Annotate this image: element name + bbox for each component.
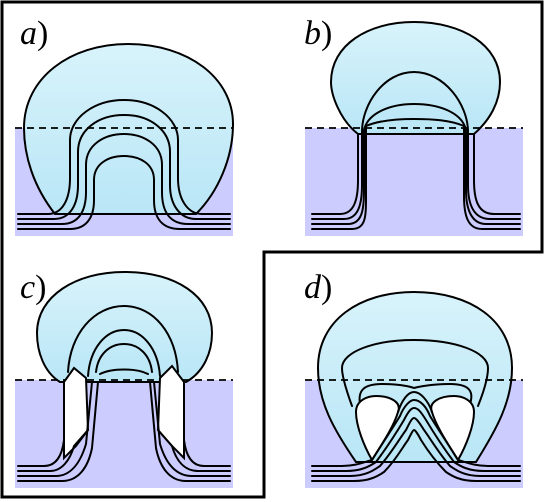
layer-line: [17, 133, 231, 225]
layer-line: [17, 381, 65, 467]
layer-line: [87, 329, 161, 377]
layer-line: [67, 305, 179, 373]
bubble: [22, 42, 235, 215]
layer-line: [17, 381, 93, 477]
layer-line: [183, 381, 231, 467]
panel-a: a): [15, 15, 235, 236]
layer-line: [311, 417, 521, 477]
layer-line: [361, 71, 469, 133]
layer-line: [363, 103, 467, 131]
layer-line: [365, 118, 465, 127]
layer-line: [157, 429, 231, 472]
panel-label-d: d): [304, 269, 332, 306]
panel-d: d): [304, 269, 523, 488]
layer-line: [311, 131, 521, 220]
bubble: [329, 20, 502, 135]
bubble: [316, 290, 514, 463]
bubble: [35, 270, 214, 383]
layer-line: [153, 381, 231, 477]
layer-line: [397, 391, 433, 413]
layer-line: [311, 399, 521, 467]
panel-label-b: b): [304, 15, 332, 52]
layer-line: [17, 114, 231, 220]
layer-line: [99, 368, 149, 375]
layer-line: [17, 155, 231, 230]
panel-label-c: c): [20, 269, 46, 306]
layer-line: [17, 99, 231, 215]
panel-label-a: a): [20, 15, 48, 52]
layer-line: [17, 381, 99, 482]
layer-line: [95, 343, 153, 373]
panel-b: b): [304, 15, 523, 236]
panel-c: c): [15, 269, 233, 488]
layer-line: [311, 133, 521, 215]
layer-line: [17, 429, 89, 472]
layer-line: [149, 381, 231, 482]
layer-line: [311, 407, 521, 472]
layer-line: [311, 129, 521, 225]
layer-line: [311, 429, 521, 482]
layer-line: [311, 125, 521, 230]
layer-line: [358, 383, 473, 405]
layer-line: [341, 339, 489, 407]
